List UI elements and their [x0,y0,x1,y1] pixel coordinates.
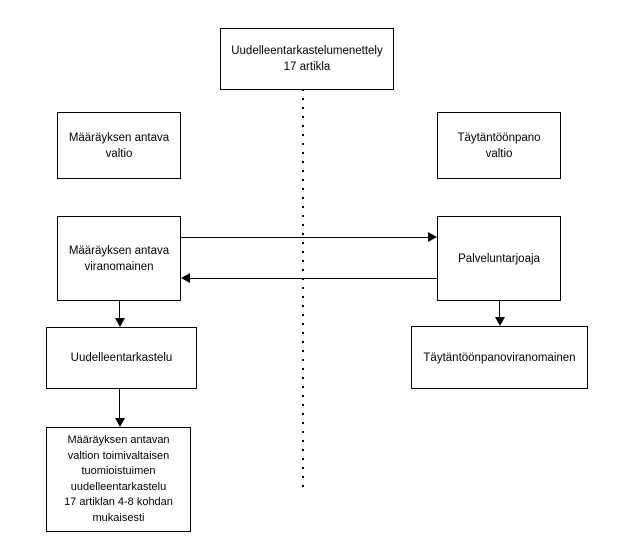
edge-provider-to-issuing-authority-arrowhead [181,273,190,283]
node-review-procedure-label: Uudelleentarkastelumenettely 17 artikla [231,45,383,73]
node-review-procedure[interactable]: Uudelleentarkastelumenettely 17 artikla [220,28,394,90]
edge-issuing-authority-to-provider-arrowhead [428,232,437,242]
node-review-label: Uudelleentarkastelu [70,352,173,364]
node-service-provider-label: Palveluntarjoaja [458,252,540,265]
node-issuing-authority-label: Määräyksen antava viranomainen [68,244,170,273]
edge-provider-to-issuing-authority-line [190,278,437,279]
node-enforcing-state[interactable]: Täytäntöönpano valtio [437,112,561,179]
node-enforcing-authority[interactable]: Täytäntöönpanoviranomainen [411,326,588,389]
node-review[interactable]: Uudelleentarkastelu [46,327,197,389]
node-service-provider[interactable]: Palveluntarjoaja [437,216,561,301]
state-border-divider [302,89,304,494]
node-competent-court-label: Määräyksen antavan valtion toimivaltaise… [64,434,173,524]
node-issuing-state[interactable]: Määräyksen antava valtio [57,112,181,179]
edge-issuing-authority-to-provider-line [181,237,429,238]
node-competent-court[interactable]: Määräyksen antavan valtion toimivaltaise… [46,427,191,532]
edge-review-to-court-arrowhead [115,418,125,427]
node-issuing-state-label: Määräyksen antava valtio [68,131,170,160]
edge-issuing-authority-to-review-arrowhead [115,318,125,327]
edge-issuing-authority-to-review-line [119,301,120,318]
node-enforcing-state-label: Täytäntöönpano valtio [457,131,541,160]
edge-provider-to-enforcing-authority-line [499,301,500,317]
node-issuing-authority[interactable]: Määräyksen antava viranomainen [57,216,181,301]
node-enforcing-authority-label: Täytäntöönpanoviranomainen [423,351,576,364]
edge-review-to-court-line [119,389,120,418]
edge-provider-to-enforcing-authority-arrowhead [495,317,505,326]
